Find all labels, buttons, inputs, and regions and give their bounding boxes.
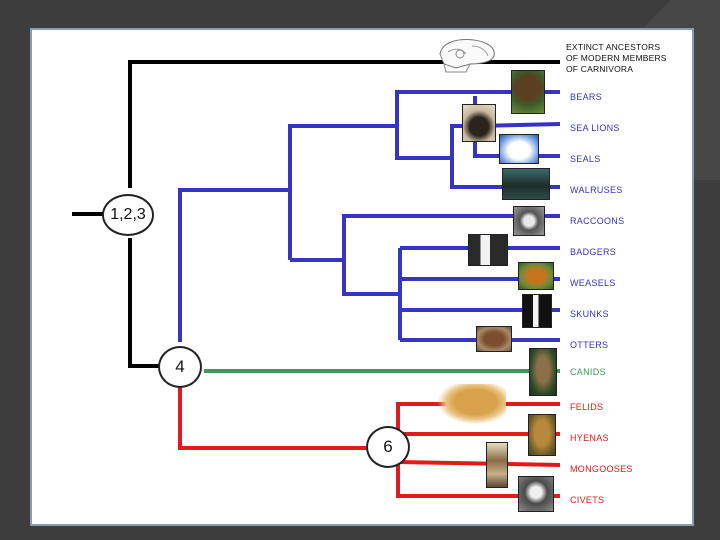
extinct-ancestors-label: EXTINCT ANCESTORS OF MODERN MEMBERS OF C… <box>566 42 667 75</box>
phylogenetic-tree <box>32 30 692 524</box>
label-canids: CANIDS <box>570 367 606 377</box>
caniform-branches <box>180 92 560 342</box>
node-feliform: 6 <box>366 426 410 468</box>
label-sea-lions: SEA LIONS <box>570 123 620 133</box>
label-badgers: BADGERS <box>570 247 616 257</box>
seal-photo <box>499 134 539 164</box>
phylogeny-slide: EXTINCT ANCESTORS OF MODERN MEMBERS OF C… <box>30 28 694 526</box>
label-bears: BEARS <box>570 92 602 102</box>
lion-photo <box>438 384 506 424</box>
extinct-skull-drawing <box>436 34 498 76</box>
node-split-label: 4 <box>175 357 184 377</box>
label-felids: FELIDS <box>570 402 603 412</box>
label-walruses: WALRUSES <box>570 185 623 195</box>
node-root-label: 1,2,3 <box>110 206 146 224</box>
mongoose-photo <box>486 442 508 488</box>
label-otters: OTTERS <box>570 340 608 350</box>
walrus-photo <box>502 168 550 200</box>
label-seals: SEALS <box>570 154 601 164</box>
otter-photo <box>476 326 512 352</box>
label-weasels: WEASELS <box>570 278 616 288</box>
hyena-photo <box>528 414 556 456</box>
extinct-label-line3: OF CARNIVORA <box>566 64 667 75</box>
civet-photo <box>518 476 554 512</box>
label-mongooses: MONGOOSES <box>570 464 633 474</box>
extinct-label-line1: EXTINCT ANCESTORS <box>566 42 667 53</box>
label-hyenas: HYENAS <box>570 433 609 443</box>
node-split: 4 <box>158 346 202 388</box>
label-civets: CIVETS <box>570 495 604 505</box>
canid-photo <box>529 348 557 396</box>
label-skunks: SKUNKS <box>570 309 609 319</box>
weasel-photo <box>518 262 554 290</box>
sea-lion-photo <box>462 104 496 142</box>
label-raccoons: RACCOONS <box>570 216 624 226</box>
node-feliform-label: 6 <box>383 437 392 457</box>
node-root: 1,2,3 <box>102 194 154 236</box>
bear-photo <box>511 70 545 114</box>
raccoon-photo <box>513 206 545 236</box>
extinct-label-line2: OF MODERN MEMBERS <box>566 53 667 64</box>
badger-photo <box>468 234 508 266</box>
skunk-photo <box>522 294 552 328</box>
